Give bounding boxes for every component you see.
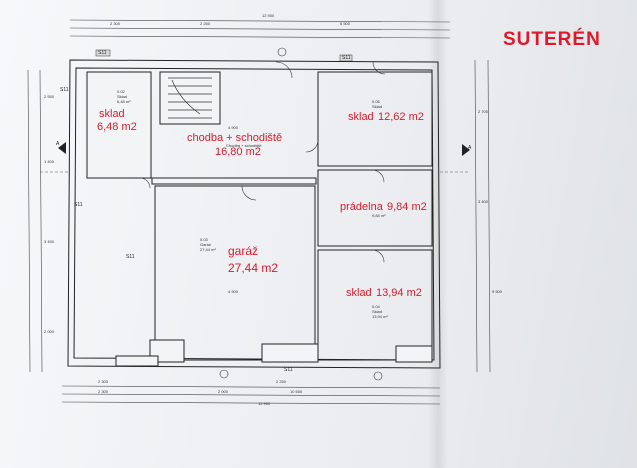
dim-inner-b: 4 900	[228, 289, 239, 294]
room-name-garaz: garáž	[228, 244, 259, 258]
door-swing-pradelna	[371, 169, 385, 183]
column-4	[115, 355, 159, 367]
column-3	[395, 345, 433, 363]
dim-line-top	[69, 27, 451, 31]
room-name-sklad-1: sklad	[99, 108, 125, 120]
door-swing-top	[275, 61, 293, 79]
room-label: Garáž	[200, 242, 211, 247]
room-label: Sklad	[117, 94, 128, 99]
window-tag: S11	[74, 202, 83, 208]
window-tag-s11-top-left	[95, 49, 111, 57]
room-name-pradelna: prádelna	[340, 201, 383, 213]
door-swing-garage	[241, 185, 257, 201]
axis-tag-top	[277, 47, 287, 57]
outer-wall	[67, 59, 441, 369]
section-marker-right	[462, 144, 470, 156]
section-label-right: A	[468, 145, 472, 151]
dim-left-a: 2 550	[44, 94, 55, 99]
dim-top-a: 2 300	[110, 21, 121, 26]
dim-top-b: 2 250	[200, 21, 211, 26]
column-2	[261, 343, 319, 363]
dim-line-right	[474, 59, 478, 373]
dim-line-bottom-2	[61, 393, 441, 397]
dim-bottom-total: 12 900	[258, 401, 271, 406]
paper-fold	[428, 0, 448, 468]
axis-tag-bottom-1	[219, 369, 229, 379]
room-area-pradelna: 9,84 m2	[387, 201, 427, 213]
room-area-sklad-3: 13,94 m2	[376, 287, 422, 299]
dim-left-b: 1 400	[44, 159, 55, 164]
dim-bottom-a: 2 300	[98, 379, 109, 384]
dim-right-b: 3 400	[478, 199, 489, 204]
dim-left-d: 2 000	[44, 329, 55, 334]
room-number: 0.03	[200, 237, 208, 242]
dim-left-c: 3 450	[44, 239, 55, 244]
dim-inner-a: 4 900	[228, 125, 239, 130]
room-name-sklad-3: sklad	[346, 287, 372, 299]
wall-garage	[154, 185, 316, 361]
room-label: Sklad	[372, 309, 383, 314]
dim-right-total: 9 500	[492, 289, 503, 294]
outer-wall-inner	[73, 67, 435, 361]
wall-sklad-right-bottom	[317, 249, 433, 361]
door-swing-right-top	[372, 61, 386, 75]
room-printed-area: 6,48 m²	[117, 99, 131, 104]
window-tag: S11	[126, 254, 135, 260]
wall-corridor-bottom	[151, 177, 317, 185]
window-tag-s11-top-right	[339, 54, 353, 62]
section-label-left: A	[56, 141, 60, 147]
room-name-chodba: chodba + schodiště	[187, 132, 283, 144]
window-tag: S11	[284, 367, 293, 373]
dim-line-left-outer	[27, 69, 31, 373]
dim-line-top-total	[69, 19, 451, 23]
room-area-sklad-1: 6,48 m2	[97, 121, 137, 133]
wall-sklad-left	[86, 71, 152, 179]
dim-line-bottom	[61, 385, 441, 389]
window-tag: S11	[60, 87, 69, 93]
room-area-garaz: 27,44 m2	[228, 261, 279, 275]
window-tag: S11	[342, 55, 351, 61]
dim-bottom-c: 2 250	[276, 379, 287, 384]
room-printed-area: 13,94 m²	[372, 314, 388, 319]
dim-bottom-a2: 2 300	[98, 389, 109, 394]
axis-tag-bottom-2	[373, 371, 383, 381]
section-marker-left	[58, 142, 66, 154]
room-label: Sklad	[372, 104, 383, 109]
room-name-sklad-2: sklad	[348, 111, 374, 123]
plan-title: SUTERÉN	[503, 29, 601, 50]
dim-line-right-outer	[487, 59, 491, 373]
staircase	[168, 77, 212, 119]
room-printed-area: 27,44 m²	[200, 247, 216, 252]
door-swing-corridor	[305, 139, 319, 153]
dim-line-left	[39, 69, 43, 373]
room-area-chodba: 16,80 m2	[215, 146, 261, 158]
dim-bottom-d: 10 500	[290, 389, 303, 394]
dim-bottom-b: 2 000	[218, 389, 229, 394]
room-label: Chodba + schodiště	[226, 143, 262, 148]
dim-top-total: 12 900	[262, 13, 275, 18]
window-tag: S11	[98, 50, 107, 56]
room-printed-area: 9,84 m²	[372, 213, 386, 218]
door-swing-sklad-left	[139, 177, 151, 189]
door-swing-sklad-bottom	[371, 249, 385, 263]
room-number: 0.06	[372, 99, 380, 104]
room-number: 0.04	[372, 304, 380, 309]
wall-stairs	[159, 71, 221, 125]
dim-right-a: 2 700	[478, 109, 489, 114]
dim-top-c: 6 500	[340, 21, 351, 26]
dim-line-top-inner	[69, 35, 451, 39]
room-number: 0.02	[117, 89, 125, 94]
wall-sklad-right-top	[317, 71, 433, 167]
wall-pradelna	[317, 169, 433, 247]
room-area-sklad-2: 12,62 m2	[378, 111, 424, 123]
dim-line-bottom-total	[61, 401, 441, 405]
